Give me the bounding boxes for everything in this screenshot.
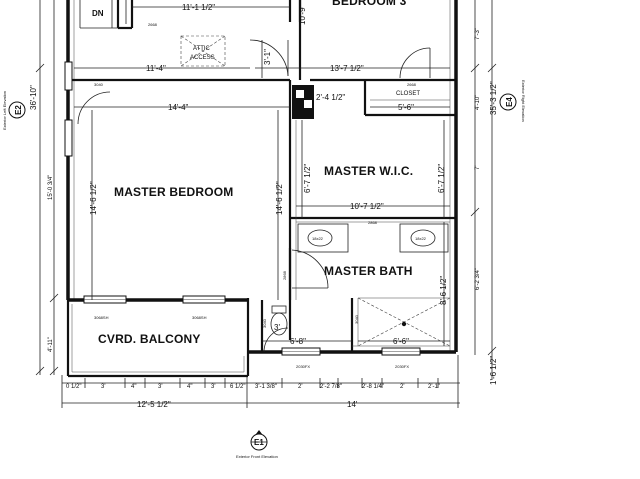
room-closet: CLOSET [396, 91, 420, 97]
label-3040b: 3040 [262, 318, 267, 328]
outer-dimension-text: 36'-10" 15'-0 3/4" 4'-11" 35'-3 1/2" 1'-… [29, 28, 498, 409]
room-master-bedroom: MASTER BEDROOM [114, 185, 233, 199]
label-3068a: 3068SH [94, 315, 109, 320]
dim-35-3: 35'-3 1/2" [489, 81, 498, 115]
dim-6-7a: 6'-7 1/2" [303, 164, 312, 193]
dim-13-7: 13'-7 1/2" [330, 64, 364, 73]
dim-8-6: 8'-6 1/2" [439, 276, 448, 305]
attic-label-2: ACCESS [190, 55, 215, 61]
label-sink-left: 18x22 [312, 236, 324, 241]
interior-dimensions: 11'-1 1/2" 10'-9" 11'-4" 3'-1" 13'-7 1/2… [74, 3, 450, 346]
room-bedroom3: BEDROOM 3 [332, 0, 407, 8]
windows [64, 61, 421, 356]
dim-3-1: 3'-1" [263, 49, 272, 65]
doors [77, 39, 431, 353]
dim-b-3c: 3' [211, 384, 215, 390]
dim-15-0: 15'-0 3/4" [48, 175, 54, 200]
stair-dn-label: DN [92, 9, 104, 18]
dim-2-4: 2'-4 1/2" [316, 93, 345, 102]
marker-e2-caption: Exterior Left Elevation [2, 91, 7, 130]
dim-12-5: 12'-5 1/2" [137, 400, 171, 409]
balcony [66, 300, 250, 378]
dim-14-6b: 14'-6 1/2" [275, 181, 284, 215]
label-3040a: 3040 [94, 82, 104, 87]
dim-14: 14' [347, 400, 358, 409]
label-3040c: 3040 [354, 314, 359, 324]
outer-dimension-lines [35, 0, 497, 408]
dim-6-8: 6'-8" [290, 337, 306, 346]
dim-3-0: 3' [274, 323, 280, 332]
label-3068b: 3068SH [192, 315, 207, 320]
sink-right-icon [410, 229, 436, 247]
dim-b-6: 6 1/2" [230, 384, 245, 390]
label-2668a: 2668 [148, 22, 158, 27]
dim-14-6a: 14'-6 1/2" [89, 181, 98, 215]
dim-1-6: 1'-6 1/2" [489, 356, 498, 385]
dim-b-4b: 4" [187, 384, 192, 390]
mechanical-chase [292, 85, 314, 119]
elevation-marker-e2: E2 Exterior Left Elevation [2, 91, 26, 130]
shower-drain-icon [401, 321, 407, 327]
dim-36-10: 36'-10" [29, 85, 38, 110]
dim-6-2: 6'-2 3/4" [475, 268, 481, 290]
elevation-marker-e1: E1 Exterior Front Elevation [236, 430, 278, 459]
label-sink-right: 18x22 [415, 236, 427, 241]
dim-b-2-2: 2'-2 7/8" [320, 384, 342, 390]
dim-b-2-1: 2'-1" [428, 384, 440, 390]
marker-e1-label: E1 [254, 438, 264, 447]
dim-10-7: 10'-7 1/2" [350, 202, 384, 211]
dim-b-4a: 4" [131, 384, 136, 390]
sink-left-icon [307, 229, 333, 247]
attic-access-hatch [180, 35, 226, 67]
dim-6-6: 6'-6" [393, 337, 409, 346]
dim-4-10: 4'-10" [475, 95, 481, 110]
dim-4-11: 4'-11" [48, 337, 54, 352]
marker-e2-label: E2 [14, 105, 23, 115]
toilet-icon [270, 312, 288, 336]
label-2030b: 2030FX [395, 364, 409, 369]
room-labels: BEDROOM 3 MASTER BEDROOM MASTER W.I.C. M… [92, 0, 420, 346]
marker-e4-caption: Exterior Right Elevation [521, 80, 526, 122]
elevation-marker-e4: E4 Exterior Right Elevation [499, 80, 526, 122]
dim-b-3a: 3' [101, 384, 105, 390]
dim-14-4: 14'-4" [168, 103, 189, 112]
room-master-wic: MASTER W.I.C. [324, 164, 413, 178]
marker-e1-caption: Exterior Front Elevation [236, 454, 278, 459]
dim-b-2-8: 2'-8 1/4" [362, 384, 384, 390]
dim-b-2b: 2' [400, 384, 404, 390]
dim-b-3-1: 3'-1 3/8" [255, 384, 277, 390]
dim-5-6: 5'-6" [398, 103, 414, 112]
label-2030a: 2030FX [296, 364, 310, 369]
dim-11-4: 11'-4" [146, 64, 166, 73]
room-balcony: CVRD. BALCONY [98, 332, 201, 346]
label-2868b: 2868 [282, 270, 287, 280]
bath-fixtures [270, 223, 451, 347]
label-2668b: 2668 [407, 82, 417, 87]
marker-e4-label: E4 [505, 97, 514, 107]
label-2868: 2868 [368, 220, 378, 225]
dim-b-0-1: 0 1/2" [66, 384, 81, 390]
dim-b-2a: 2' [298, 384, 302, 390]
attic-label-1: ATTIC [193, 46, 211, 52]
dim-b-3b: 3' [158, 384, 162, 390]
interior-walls [68, 0, 456, 352]
dim-7: 7' [475, 166, 481, 170]
opening-labels: 2668 3040 2668 2868 2868 3068SH 3068SH 2… [94, 22, 427, 369]
dim-7-3: 7'-3" [475, 28, 481, 40]
stair [79, 0, 127, 29]
dim-6-7b: 6'-7 1/2" [437, 164, 446, 193]
dim-11-1: 11'-1 1/2" [182, 3, 215, 12]
dim-10-9: 10'-9" [298, 4, 307, 25]
room-master-bath: MASTER BATH [324, 264, 413, 278]
